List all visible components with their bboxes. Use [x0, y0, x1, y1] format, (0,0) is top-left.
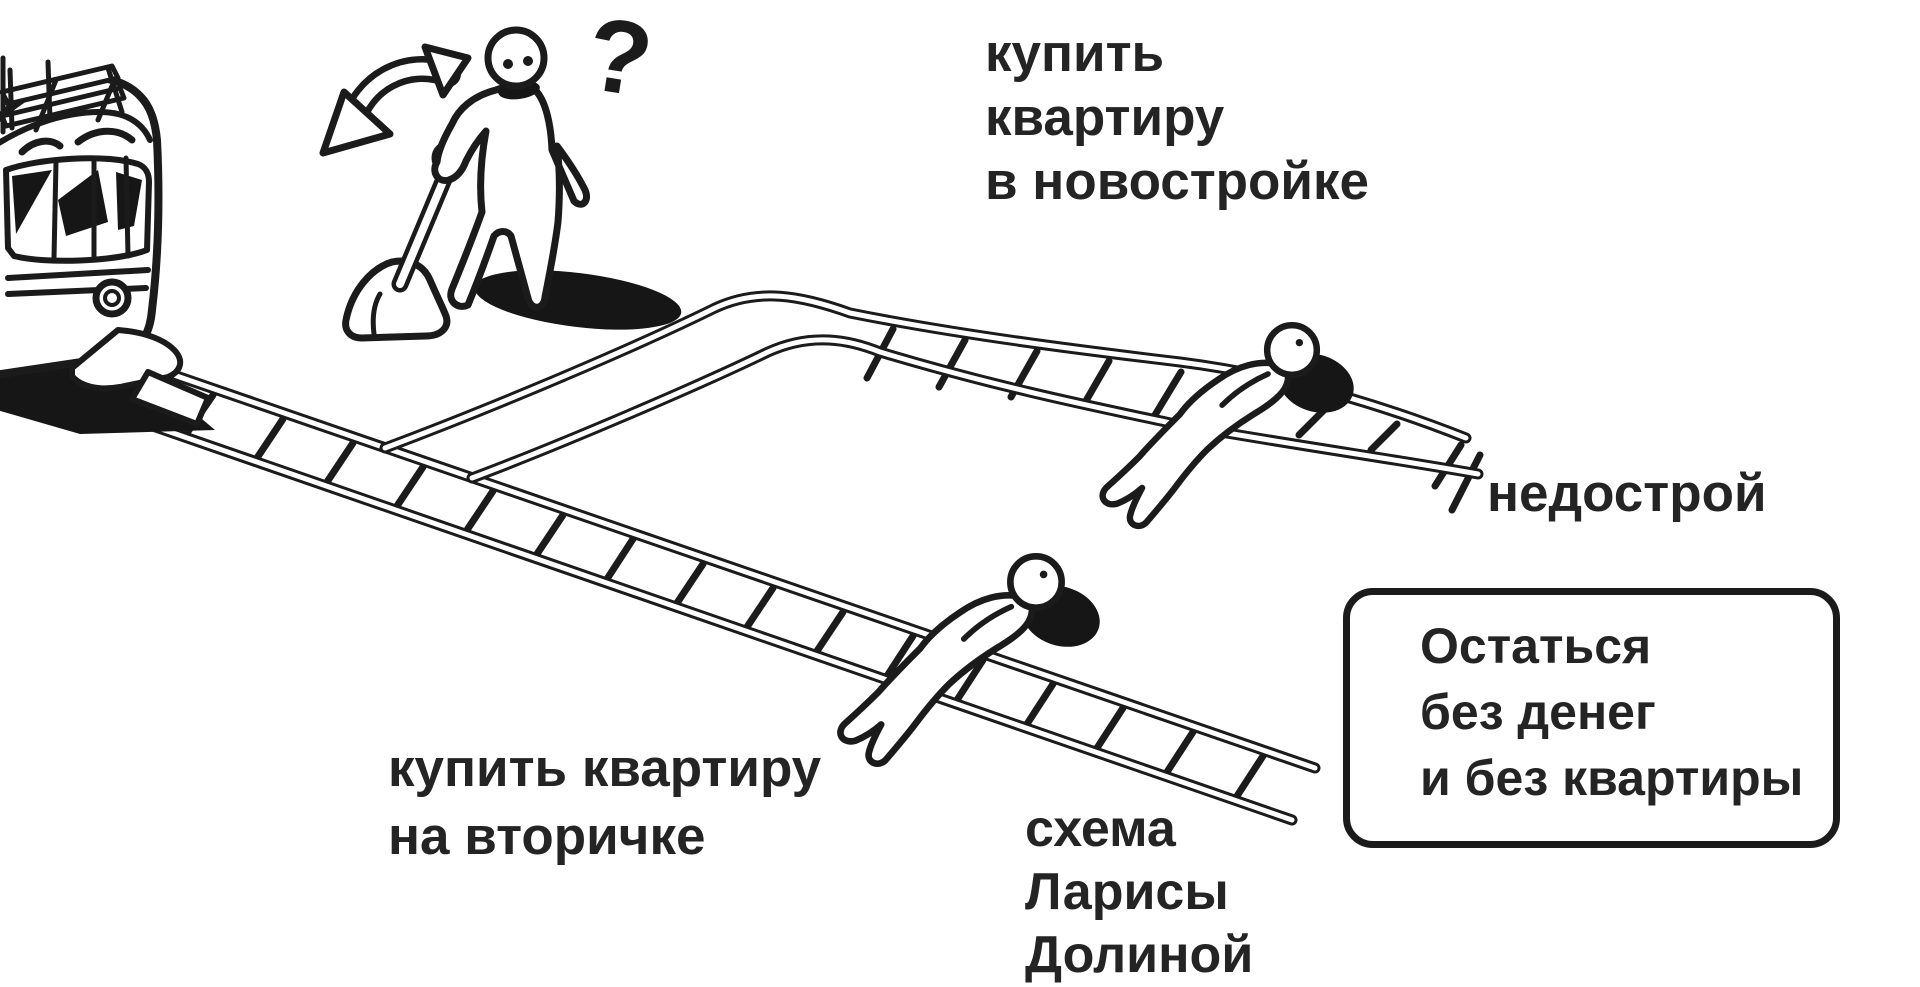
victim-head [1007, 553, 1065, 611]
victim-body [837, 591, 1036, 767]
outcome-box: Остаться без денег и без квартиры [1343, 588, 1840, 848]
question-mark: ? [579, 0, 660, 120]
label-bottom-option: купить квартиру на вторичке [388, 735, 821, 871]
windshield-reflections [12, 170, 142, 236]
victim-head [1263, 321, 1321, 379]
tram-step [129, 369, 211, 427]
victim-body [1099, 359, 1292, 530]
label-line: купить квартиру [388, 739, 822, 798]
switch-direction-arrow [319, 43, 472, 157]
person-head [484, 26, 548, 90]
tram-headlight [92, 278, 132, 318]
lever-base-detail [370, 291, 383, 337]
victim-arm-line [1219, 371, 1271, 408]
label-line: в новостройке [985, 152, 1370, 211]
main-track-sleepers [113, 367, 1267, 800]
tram-headlight-inner [103, 289, 121, 307]
label-line: квартиру [985, 88, 1225, 147]
tram-roof-line [0, 109, 153, 146]
label-line: схема [1025, 800, 1176, 858]
label-line: Долиной [1025, 926, 1254, 984]
outcome-box-line: Остаться [1420, 618, 1652, 674]
outcome-box-line: без денег [1420, 684, 1656, 740]
main-track [0, 309, 1321, 826]
label-upper-outcome: недострой [1487, 462, 1767, 526]
label-top-option: купить квартиру в новостройке [985, 22, 1369, 214]
person-eye-right [523, 56, 533, 66]
victim-arm-line [960, 603, 1015, 642]
person-body [431, 83, 591, 311]
windshield-pillars [51, 155, 131, 263]
label-line: на вторичке [388, 807, 706, 866]
branch-rail-bottom-core [469, 337, 1481, 481]
standing-person [431, 26, 682, 330]
main-track-rail-bottom-core [0, 370, 1295, 823]
victim-eye [1295, 338, 1304, 347]
tram-pantograph [0, 55, 127, 135]
tram [0, 55, 215, 434]
victim-lower-track [837, 553, 1100, 767]
label-line: купить [985, 24, 1165, 83]
victim-eye [1039, 570, 1048, 579]
person-shadow [474, 270, 682, 330]
label-line: Ларисы [1025, 863, 1229, 921]
arrow-head-southwest [319, 88, 394, 157]
outcome-box-line: и без квартиры [1420, 750, 1804, 806]
arrow-head-northeast [421, 43, 472, 99]
label-scheme-caption: схема Ларисы Долиной [1025, 798, 1253, 987]
main-track-rail-top-core [0, 312, 1318, 771]
tram-trim-curves [18, 127, 136, 156]
lever-rod-core [396, 168, 451, 288]
person-eye-left [503, 59, 513, 69]
victim-upper-track [1099, 321, 1354, 530]
pantograph-bar [0, 63, 121, 107]
pantograph-posts [0, 55, 125, 135]
label-line: недострой [1487, 464, 1767, 523]
